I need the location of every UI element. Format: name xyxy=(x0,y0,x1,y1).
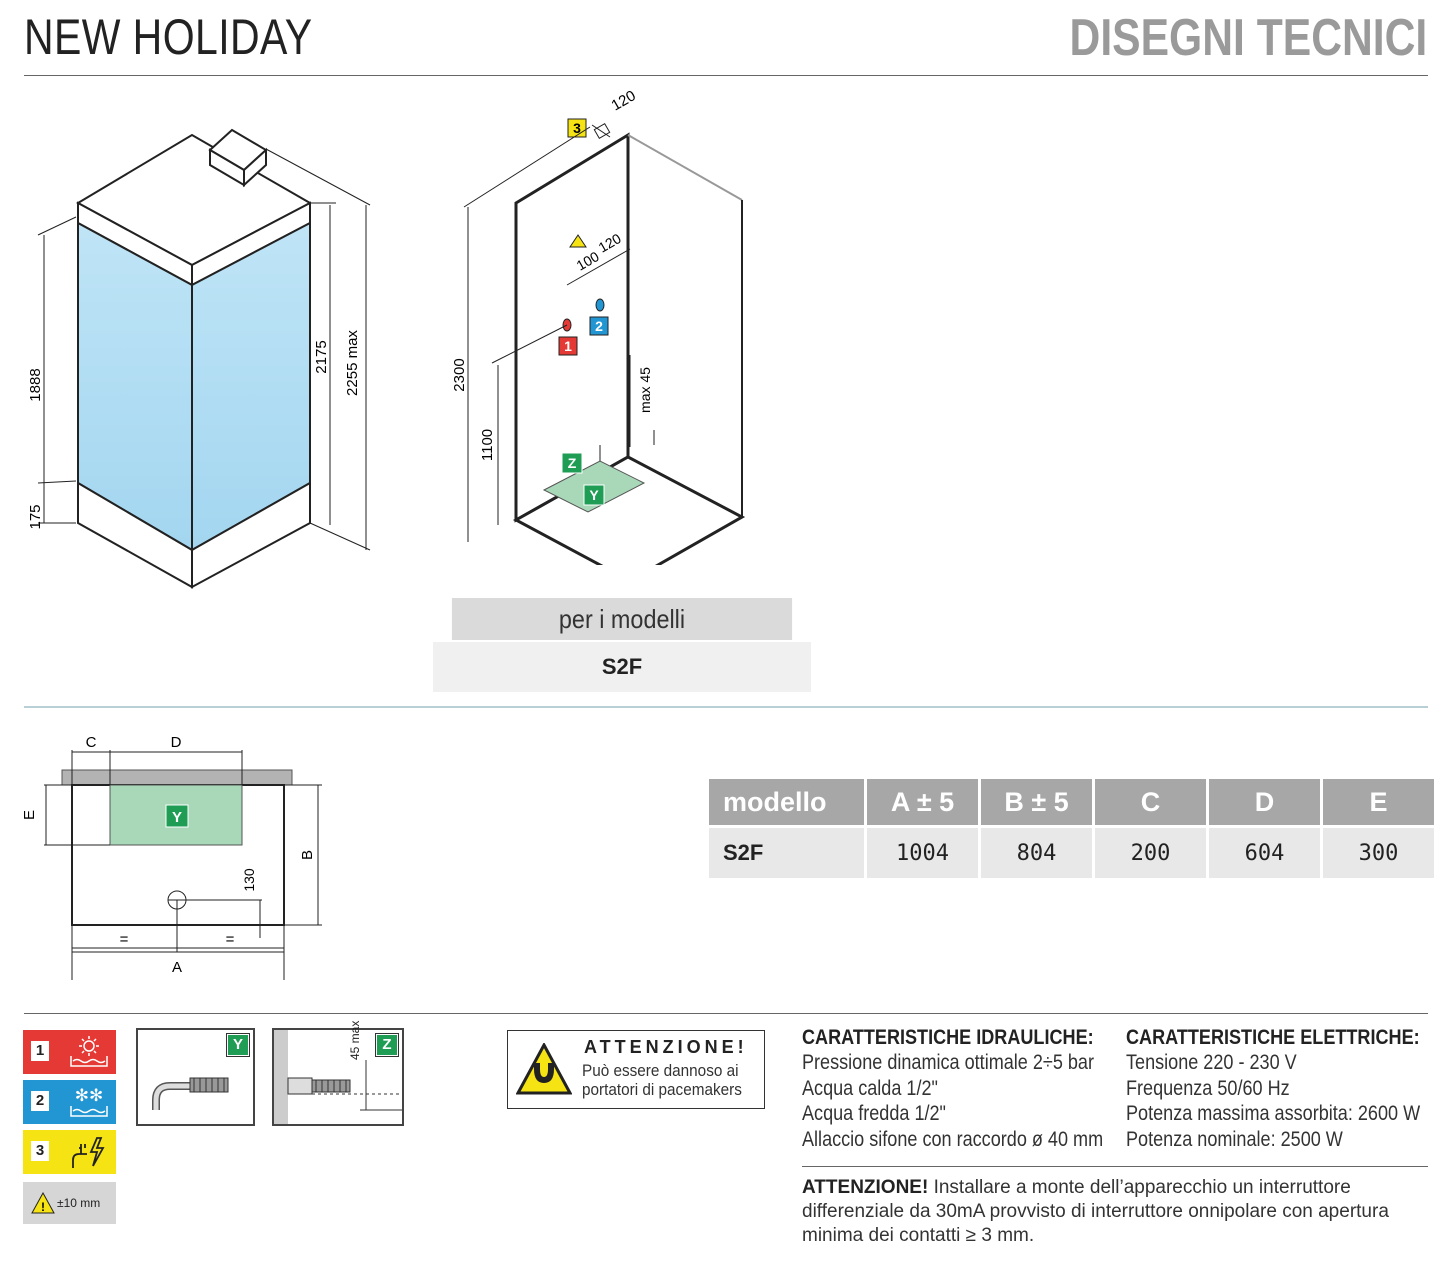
table-row: S2F 1004 804 200 604 300 xyxy=(709,828,1434,878)
dim-height-max: 2255 max xyxy=(344,330,361,396)
legend-num: 2 xyxy=(31,1091,49,1111)
badge-power: 3 xyxy=(573,120,581,136)
table-cell: 604 xyxy=(1209,828,1320,878)
plan-y-badge: Y xyxy=(172,809,182,826)
installation-drawing: 120 3 100 120 1 2 2300 1100 max 45 Z Y xyxy=(451,87,746,565)
table-cell: 804 xyxy=(981,828,1092,878)
plan-drain-offset: 130 xyxy=(241,868,257,892)
hydraulic-line: Pressione dinamica ottimale 2÷5 bar xyxy=(802,1051,1094,1074)
hydraulic-specs: CARATTERISTICHE IDRAULICHE: Pressione di… xyxy=(802,1026,1152,1152)
table-header: D xyxy=(1209,779,1320,825)
plan-label-a: A xyxy=(172,959,182,976)
electrical-title: CARATTERISTICHE ELETTRICHE: xyxy=(1126,1026,1420,1049)
badge-cold: 2 xyxy=(595,318,603,334)
drain-y-badge: Y xyxy=(226,1033,250,1057)
legend-num: 1 xyxy=(31,1041,49,1061)
hydraulic-line: Allaccio sifone con raccordo ø 40 mm xyxy=(802,1127,1104,1151)
table-cell: 300 xyxy=(1323,828,1434,878)
safety-note: ATTENZIONE! Installare a monte dell’appa… xyxy=(802,1176,1428,1248)
plan-label-c: C xyxy=(86,734,97,751)
plan-label-e: E xyxy=(21,810,38,820)
dim-base: 175 xyxy=(27,504,44,529)
hydraulic-title: CARATTERISTICHE IDRAULICHE: xyxy=(802,1026,1094,1049)
badge-y: Y xyxy=(589,487,599,503)
legend-hot: 1 xyxy=(23,1030,116,1074)
electrical-line: Frequenza 50/60 Hz xyxy=(1126,1076,1290,1100)
spec-table: modello A ± 5 B ± 5 C D E S2F 1004 804 2… xyxy=(706,776,1437,881)
badge-hot: 1 xyxy=(564,338,572,354)
dim-ceiling: 2300 xyxy=(451,358,468,391)
magnet-warning-icon xyxy=(516,1043,572,1095)
table-header: E xyxy=(1323,779,1434,825)
models-value: S2F xyxy=(433,642,811,692)
legend-cold: 2 ✻✻ xyxy=(23,1080,116,1124)
section-divider xyxy=(24,706,1428,708)
warning-triangle-icon: ! xyxy=(31,1192,55,1214)
drain-z-dim: 45 max xyxy=(348,1020,362,1060)
table-cell: S2F xyxy=(709,828,864,878)
table-cell: 200 xyxy=(1095,828,1206,878)
cold-water-icon: ✻✻ xyxy=(70,1086,108,1117)
drain-z-badge: Z xyxy=(375,1033,399,1057)
electrical-specs: CARATTERISTICHE ELETTRICHE: Tensione 220… xyxy=(1126,1026,1445,1152)
tolerance-badge: ! ±10 mm xyxy=(23,1182,116,1224)
siphon-wall-icon xyxy=(274,1030,402,1124)
warning-text: Può essere dannoso ai portatori di pacem… xyxy=(582,1061,742,1099)
legend-num: 3 xyxy=(31,1141,49,1161)
legend-power: 3 xyxy=(23,1130,116,1174)
tolerance-text: ±10 mm xyxy=(57,1196,101,1210)
electrical-line: Potenza nominale: 2500 W xyxy=(1126,1127,1343,1151)
dim-pipe-height: 1100 xyxy=(479,429,496,461)
hydraulic-line: Acqua calda 1/2" xyxy=(802,1076,938,1100)
plan-label-b: B xyxy=(299,850,316,860)
note-text: Installare a monte dell’apparecchio un i… xyxy=(802,1177,1389,1246)
header-divider xyxy=(24,75,1428,76)
table-header: B ± 5 xyxy=(981,779,1092,825)
table-header: modello xyxy=(709,779,864,825)
drain-z-panel: Z 45 max xyxy=(272,1021,404,1126)
dim-height: 2175 xyxy=(313,340,330,373)
table-cell: 1004 xyxy=(867,828,978,878)
plan-equal-right: = xyxy=(226,931,235,948)
legend-divider xyxy=(24,1013,1428,1014)
plan-drawing: Y C D E B 130 = = A xyxy=(21,734,322,980)
electric-plug-icon xyxy=(72,1137,105,1168)
note-bold: ATTENZIONE! xyxy=(802,1177,929,1198)
section-title: DISEGNI TECNICI xyxy=(1069,9,1427,67)
table-header: A ± 5 xyxy=(867,779,978,825)
siphon-floor-icon xyxy=(152,1077,229,1110)
plan-label-d: D xyxy=(171,734,182,751)
plan-equal-left: = xyxy=(120,931,129,948)
models-label: per i modelli xyxy=(451,598,793,640)
isometric-cabin-drawing: 1888 175 2175 2255 max xyxy=(27,128,371,589)
dim-glass: 1888 xyxy=(27,368,44,401)
note-divider xyxy=(802,1166,1428,1167)
warning-title: ATTENZIONE! xyxy=(584,1037,748,1057)
table-header-row: modello A ± 5 B ± 5 C D E xyxy=(709,779,1434,825)
hydraulic-line: Acqua fredda 1/2" xyxy=(802,1102,946,1125)
pacemaker-warning: ATTENZIONE! Può essere dannoso ai portat… xyxy=(507,1030,765,1109)
hot-water-icon xyxy=(70,1036,108,1067)
dim-power-offset: 120 xyxy=(609,87,639,114)
svg-text:✻✻: ✻✻ xyxy=(75,1086,104,1105)
models-box: per i modelli S2F xyxy=(433,598,811,692)
electrical-line: Potenza massima assorbita: 2600 W xyxy=(1126,1102,1421,1125)
badge-z: Z xyxy=(568,455,577,471)
product-title: NEW HOLIDAY xyxy=(24,9,313,65)
dim-drain-max: max 45 xyxy=(637,367,653,413)
table-header: C xyxy=(1095,779,1206,825)
electrical-line: Tensione 220 - 230 V xyxy=(1126,1051,1297,1074)
drain-y-panel: Y xyxy=(136,1028,255,1126)
svg-text:!: ! xyxy=(41,1200,45,1214)
